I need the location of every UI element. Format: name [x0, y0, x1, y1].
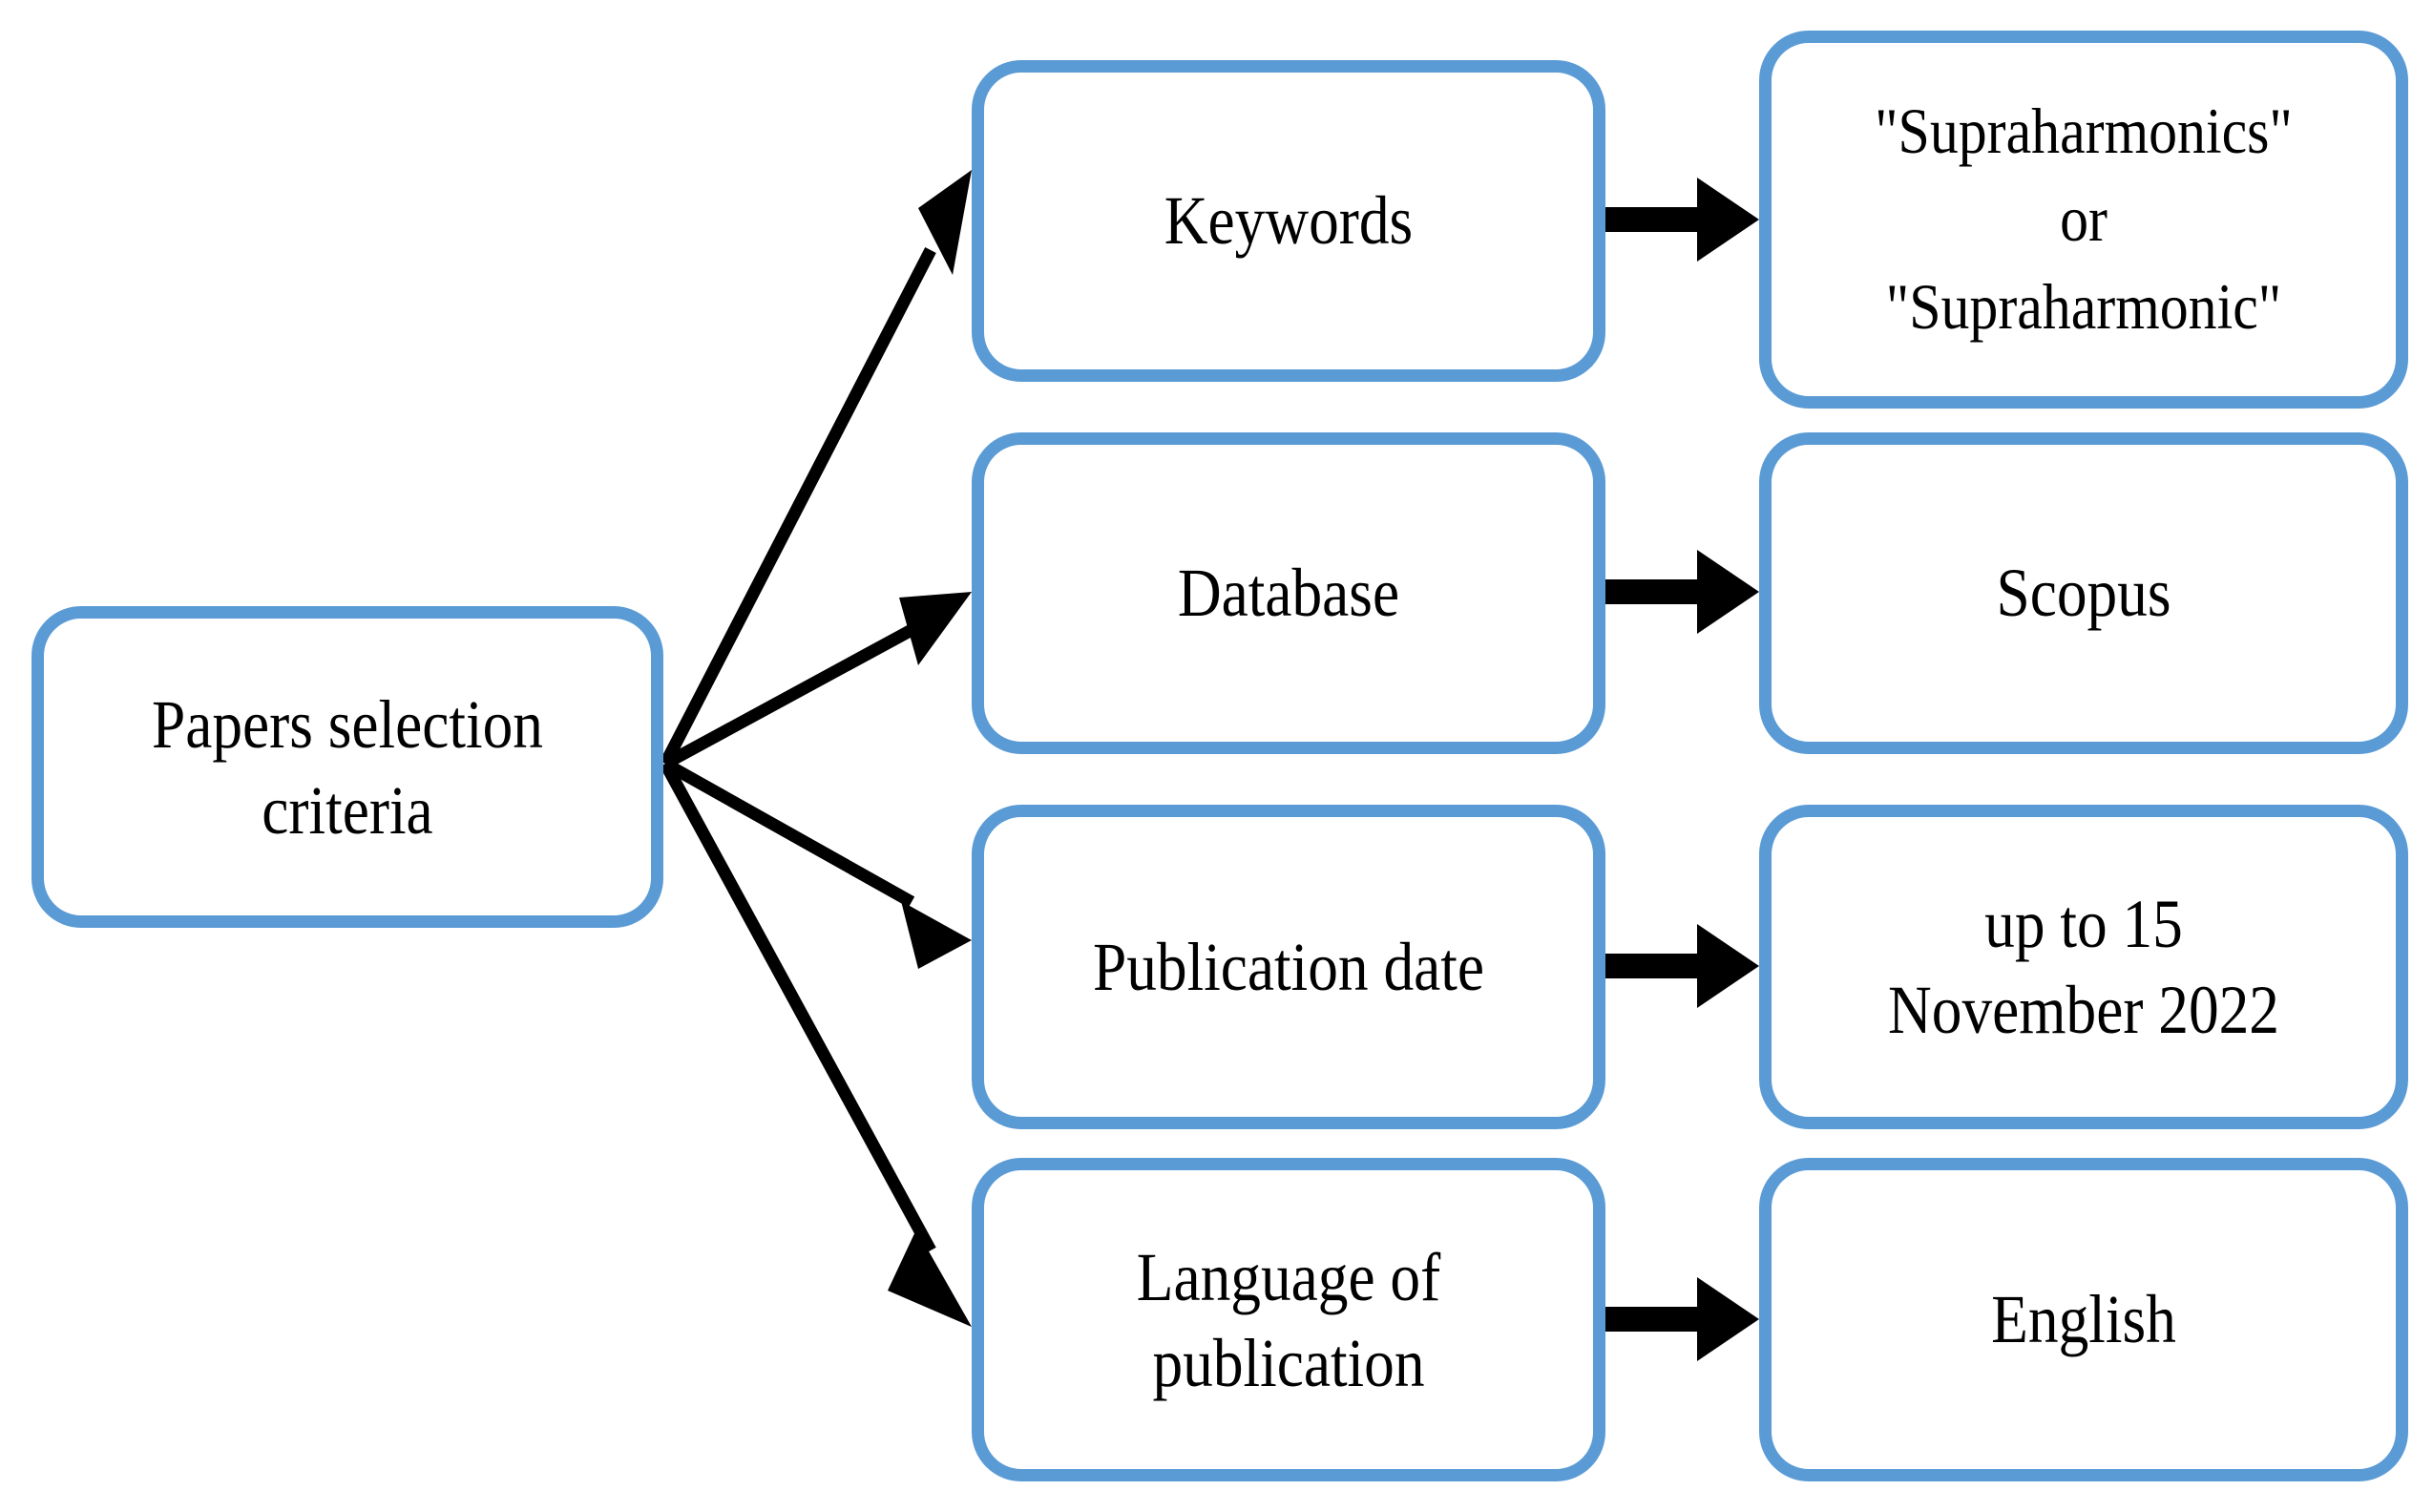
edge-language-to-value [1600, 1277, 1759, 1361]
node-label: Keywords [1164, 182, 1414, 260]
node-label: "Supraharmonics" or "Supraharmonic" [1875, 94, 2293, 343]
node-publication-date[interactable]: Publication date [972, 805, 1605, 1129]
node-keywords[interactable]: Keywords [972, 60, 1605, 382]
edge-source-to-language [660, 760, 972, 1327]
node-language-value[interactable]: English [1759, 1158, 2408, 1481]
edge-keywords-to-value [1600, 178, 1759, 262]
node-label: Publication date [1093, 928, 1484, 1005]
node-label: Scopus [1996, 555, 2171, 632]
edge-publication-date-to-value [1600, 924, 1759, 1008]
edge-source-to-database [661, 592, 972, 769]
node-publication-date-value[interactable]: up to 15 November 2022 [1759, 805, 2408, 1129]
node-language-of-publication[interactable]: Language of publication [972, 1158, 1605, 1481]
edge-source-to-publication-date [661, 758, 972, 969]
edge-source-to-keywords [660, 170, 972, 766]
node-papers-selection-criteria[interactable]: Papers selection criteria [31, 606, 663, 928]
node-keywords-value[interactable]: "Supraharmonics" or "Supraharmonic" [1759, 31, 2408, 409]
edge-database-to-value [1600, 550, 1759, 634]
node-database-value[interactable]: Scopus [1759, 432, 2408, 754]
node-label: up to 15 November 2022 [1888, 886, 2279, 1048]
node-label: Papers selection criteria [152, 685, 543, 849]
node-label: Language of publication [1136, 1238, 1441, 1401]
node-label: Database [1177, 555, 1400, 632]
node-label: English [1991, 1281, 2176, 1358]
node-database[interactable]: Database [972, 432, 1605, 754]
